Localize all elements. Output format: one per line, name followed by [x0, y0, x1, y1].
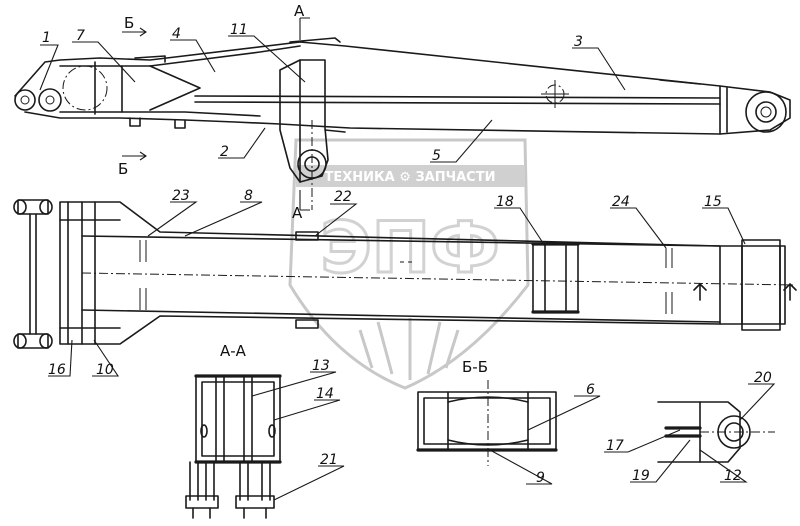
callout-23: 23 — [172, 188, 190, 204]
callout-6: 6 — [586, 382, 595, 398]
leader-lines — [39, 35, 776, 501]
callout-9: 9 — [536, 470, 545, 486]
callout-24: 24 — [612, 194, 630, 210]
section-labels: А А Б Б А-А Б-Б — [118, 2, 488, 376]
callout-7: 7 — [76, 28, 85, 44]
boom-side-view — [14, 37, 791, 210]
section-mark-b-top: Б — [124, 14, 134, 32]
watermark-brand: ТЕХНИКА ⚙ ЗАПЧАСТИ — [325, 170, 496, 185]
section-a-a — [185, 374, 282, 519]
boom-plan-view — [13, 199, 797, 349]
callout-19: 19 — [632, 468, 650, 484]
callout-17: 17 — [606, 438, 624, 454]
callout-12: 12 — [724, 468, 742, 484]
callout-5: 5 — [432, 148, 441, 164]
callout-14: 14 — [316, 386, 334, 402]
watermark-logo: ЭПФ — [320, 207, 499, 289]
callout-22: 22 — [334, 189, 352, 205]
callout-8: 8 — [244, 188, 253, 204]
callout-3: 3 — [574, 34, 583, 50]
section-mark-a-top: А — [294, 2, 305, 20]
callout-2: 2 — [220, 144, 229, 160]
section-title-aa: А-А — [220, 342, 247, 360]
callout-1: 1 — [42, 30, 51, 46]
callout-11: 11 — [230, 22, 248, 38]
watermark: ТЕХНИКА ⚙ ЗАПЧАСТИ ЭПФ — [288, 138, 530, 390]
callout-21: 21 — [320, 452, 338, 468]
callout-4: 4 — [172, 26, 181, 42]
callout-18: 18 — [496, 194, 514, 210]
section-title-bb: Б-Б — [462, 358, 488, 376]
callout-labels: 1 7 4 11 3 2 5 23 8 22 18 24 15 16 10 13… — [42, 22, 772, 486]
callout-13: 13 — [312, 358, 330, 374]
section-b-b — [416, 380, 558, 466]
section-mark-a-bottom: А — [292, 204, 303, 222]
callout-16: 16 — [48, 362, 66, 378]
section-mark-b-bottom: Б — [118, 160, 128, 178]
callout-10: 10 — [96, 362, 114, 378]
callout-15: 15 — [704, 194, 722, 210]
section-cut-markers — [122, 17, 310, 211]
callout-20: 20 — [754, 370, 772, 386]
